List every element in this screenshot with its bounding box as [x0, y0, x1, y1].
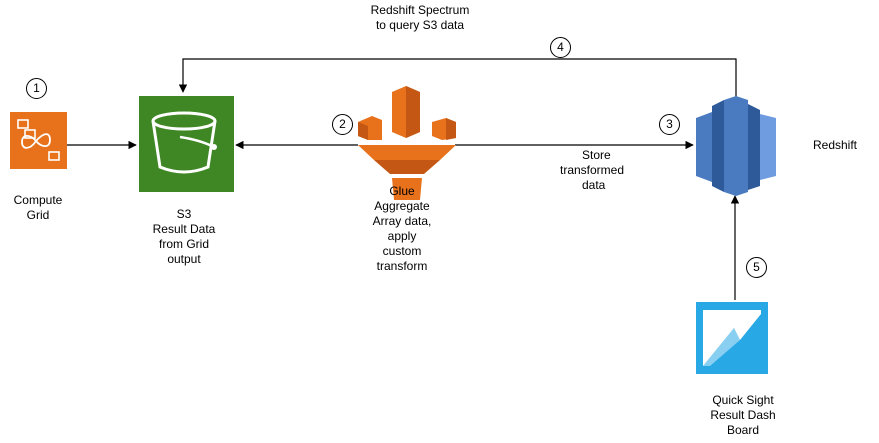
step-marker-4: 4	[550, 37, 571, 58]
compute-grid-label: Compute Grid	[0, 193, 78, 223]
compute-label-line1: Compute	[13, 193, 63, 207]
step-marker-3: 3	[659, 114, 680, 135]
store-label-line1: Store	[582, 148, 611, 162]
quicksight-label-line2: Result Dash	[710, 408, 776, 422]
glue-icon	[358, 86, 456, 200]
quicksight-label-line1: Quick Sight	[712, 393, 774, 407]
store-label-line3: data	[582, 178, 606, 192]
step-marker-1: 1	[26, 78, 47, 99]
s3-bucket-icon	[139, 96, 234, 192]
glue-label-line2: Aggregate	[374, 199, 430, 213]
quicksight-icon	[696, 302, 768, 374]
compute-grid-icon	[10, 112, 67, 169]
redshift-icon	[696, 96, 776, 196]
quicksight-label-line3: Board	[726, 423, 760, 437]
glue-label-line1: Glue	[389, 184, 415, 198]
step-marker-2: 2	[332, 114, 353, 135]
spectrum-label-line2: to query S3 data	[375, 18, 465, 32]
arrow-redshift-to-s3-spectrum	[178, 58, 737, 98]
store-label: Store transformed data	[556, 148, 646, 193]
s3-label: S3 Result Data from Grid output	[134, 207, 234, 267]
step-marker-5: 5	[746, 257, 767, 278]
glue-label-line6: transform	[376, 259, 428, 273]
glue-label-line3: Array data,	[372, 214, 432, 228]
spectrum-label: Redshift Spectrum to query S3 data	[330, 3, 510, 33]
redshift-label: Redshift	[812, 138, 858, 152]
quicksight-label: Quick Sight Result Dash Board	[693, 393, 793, 438]
glue-label-line5: custom	[382, 244, 422, 258]
glue-label: Glue Aggregate Array data, apply custom …	[352, 184, 452, 274]
s3-label-line4: output	[167, 252, 201, 266]
spectrum-label-line1: Redshift Spectrum	[370, 3, 470, 17]
glue-label-line4: apply	[387, 229, 417, 243]
compute-label-line2: Grid	[26, 208, 50, 222]
s3-label-line1: S3	[176, 207, 192, 221]
s3-label-line3: from Grid	[158, 237, 209, 251]
store-label-line2: transformed	[560, 163, 625, 177]
s3-label-line2: Result Data	[152, 222, 216, 236]
